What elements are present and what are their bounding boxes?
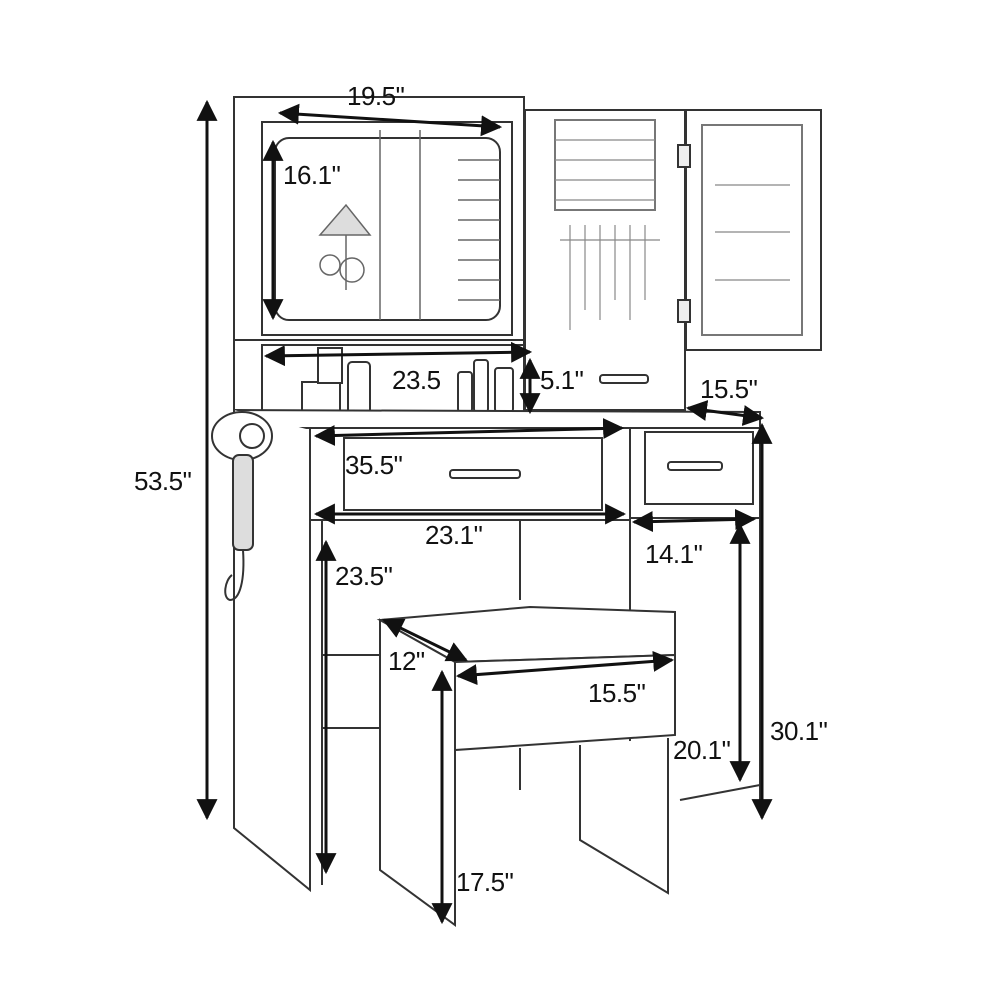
label-stool-depth: 12"	[388, 646, 425, 676]
label-shelf-height: 5.1"	[540, 365, 584, 395]
label-leg-height: 23.5"	[335, 561, 393, 591]
arrow-stool-depth	[382, 618, 468, 662]
arrow-shelf-width	[263, 341, 533, 367]
arrow-cabinet-depth	[685, 400, 765, 426]
cabinet-door	[677, 109, 822, 351]
label-shelf-width: 23.5	[392, 365, 441, 395]
arrow-desk-width	[313, 417, 625, 447]
label-desk-height: 30.1"	[770, 716, 828, 746]
arrow-mirror-width	[277, 103, 503, 137]
arrow-cabinet-inner-width	[631, 508, 757, 533]
label-mirror-height: 16.1"	[283, 160, 341, 190]
label-stool-height: 17.5"	[456, 867, 514, 897]
label-mirror-width: 19.5"	[347, 81, 405, 111]
arrow-stool-width	[455, 650, 675, 686]
label-cabinet-inner-height: 20.1"	[673, 735, 731, 765]
label-desk-width: 35.5"	[345, 450, 403, 480]
label-drawer-width: 23.1"	[425, 520, 483, 550]
hair-dryer	[211, 411, 273, 602]
label-stool-width: 15.5"	[588, 678, 646, 708]
mirror-panel	[233, 96, 525, 341]
label-total-height: 53.5"	[134, 466, 192, 496]
label-cabinet-inner-width: 14.1"	[645, 539, 703, 569]
label-cabinet-depth: 15.5"	[700, 374, 758, 404]
